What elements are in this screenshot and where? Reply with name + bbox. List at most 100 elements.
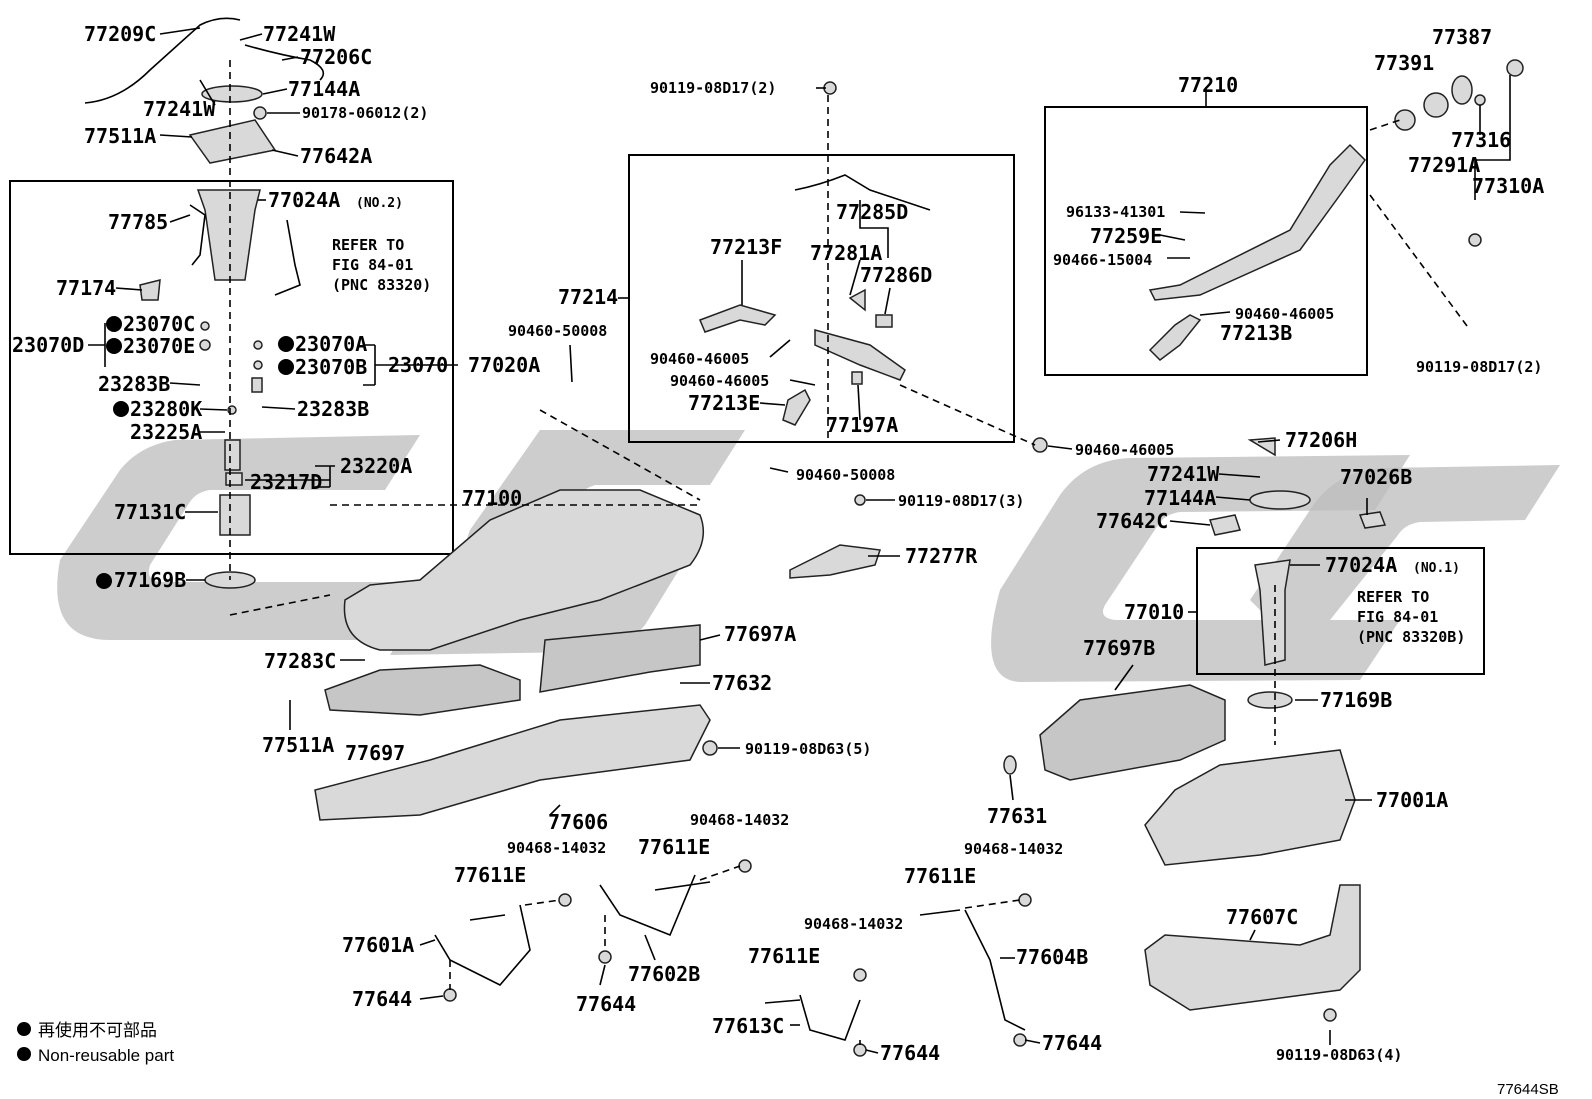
label-77213F: 77213F	[710, 235, 782, 259]
label-77144A: 77144A	[1144, 486, 1216, 510]
label-77697: 77697	[345, 741, 405, 765]
label-90119-08D17-2: 90119-08D17(2)	[650, 79, 776, 97]
clip-77174	[139, 279, 161, 301]
label-77611E: 77611E	[748, 944, 820, 968]
label-77613C: 77613C	[712, 1014, 784, 1038]
wire-77785	[189, 204, 206, 266]
clip-77197A	[851, 371, 863, 385]
label-77281A: 77281A	[810, 241, 882, 265]
label-77024A-no1: 77024A	[1325, 553, 1397, 577]
label-77644: 77644	[352, 987, 412, 1011]
label-77020A: 77020A	[468, 353, 540, 377]
label-77511A: 77511A	[84, 124, 156, 148]
label-77283C: 77283C	[264, 649, 336, 673]
line-77285D	[794, 174, 931, 211]
clip-77026B	[1358, 511, 1387, 529]
bracket-77642A	[188, 119, 277, 164]
label-77285D: 77285D	[836, 200, 908, 224]
nut-90468-c	[853, 968, 867, 982]
label-77602B: 77602B	[628, 962, 700, 986]
label-23220A: 23220A	[340, 454, 412, 478]
under-cover-77606	[314, 704, 711, 821]
hose-77213E	[782, 388, 811, 426]
label-no2: (NO.2)	[356, 196, 403, 211]
label-90468-14032: 90468-14032	[507, 839, 606, 857]
label-23283B: 23283B	[297, 397, 369, 421]
wire-refer-a	[274, 219, 301, 296]
label-77214: 77214	[558, 285, 618, 309]
label-77209C: 77209C	[84, 22, 156, 46]
label-77206H: 77206H	[1285, 428, 1357, 452]
rod-77611E-b	[654, 881, 711, 891]
label-77241W: 77241W	[143, 97, 216, 121]
label-77210: 77210	[1178, 73, 1238, 97]
label-77316: 77316	[1451, 128, 1511, 152]
label-77024A-no2: 77024A	[268, 188, 340, 212]
label-90460-50008: 90460-50008	[796, 466, 895, 484]
label-23070C: 23070C	[123, 312, 195, 336]
label-23070A: 23070A	[295, 332, 367, 356]
label-23070B: 23070B	[295, 355, 367, 379]
label-77697A: 77697A	[724, 622, 796, 646]
ring-77387	[1451, 75, 1473, 105]
label-23070D: 23070D	[12, 333, 84, 357]
label-77631: 77631	[987, 804, 1047, 828]
label-77642A: 77642A	[300, 144, 372, 168]
label-77026B: 77026B	[1340, 465, 1412, 489]
figure-code: 77644SB	[1497, 1081, 1559, 1098]
nut-90468-b	[738, 859, 752, 873]
label-77785: 77785	[108, 210, 168, 234]
label-77291A: 77291A	[1408, 153, 1480, 177]
label-77169B: 77169B	[1320, 688, 1392, 712]
gasket-77391	[1394, 109, 1416, 131]
sub-pump-detail-box	[1196, 547, 1485, 675]
plug-77631	[1003, 755, 1017, 775]
line-77206H	[1247, 437, 1276, 457]
bolt-77644-b	[598, 950, 612, 964]
rod-77611E-d	[919, 909, 961, 916]
protector-77697B	[1039, 684, 1226, 781]
label-no1: (NO.1)	[1413, 561, 1460, 576]
label-77259E: 77259E	[1090, 224, 1162, 248]
label-90460-46005: 90460-46005	[650, 350, 749, 368]
label-77286D: 77286D	[860, 263, 932, 287]
strap-77613C	[799, 994, 861, 1041]
label-77611E: 77611E	[638, 835, 710, 859]
bolt-90119-08D63-4	[1323, 1008, 1337, 1022]
protector-77697	[324, 664, 521, 716]
clamp-77286D	[875, 314, 893, 328]
label-77213E: 77213E	[688, 391, 760, 415]
label-77644: 77644	[880, 1041, 940, 1065]
clamp-77281A	[848, 288, 866, 312]
part-77316	[1474, 94, 1486, 106]
label-90468-14032: 90468-14032	[690, 811, 789, 829]
label-23070E: 23070E	[123, 334, 195, 358]
non-reusable-markers	[17, 316, 294, 1061]
label-90468-14032: 90468-14032	[804, 915, 903, 933]
fuel-line-77209C	[84, 17, 325, 104]
label-77611E: 77611E	[454, 863, 526, 887]
label-90460-46005: 90460-46005	[1075, 441, 1174, 459]
label-77310A: 77310A	[1472, 174, 1544, 198]
label-77144A: 77144A	[288, 77, 360, 101]
label-90119-08D17-2: 90119-08D17(2)	[1416, 358, 1542, 376]
label-77001A: 77001A	[1376, 788, 1448, 812]
strap-77602B	[599, 874, 696, 937]
fuel-tank-77100	[343, 489, 705, 651]
label-77277R: 77277R	[905, 544, 978, 568]
label-77100: 77100	[462, 486, 522, 510]
refer-b-line-3: (PNC 83320B)	[1357, 628, 1465, 646]
label-90119-08D17-3: 90119-08D17(3)	[898, 492, 1024, 510]
label-77604B: 77604B	[1016, 945, 1088, 969]
sub-tank-77001A	[1144, 749, 1356, 866]
label-90460-46005: 90460-46005	[1235, 305, 1334, 323]
label-90466-15004: 90466-15004	[1053, 251, 1152, 269]
label-23283B: 23283B	[98, 372, 170, 396]
gasket-77144A	[201, 85, 263, 103]
legend-en: Non-reusable part	[38, 1046, 174, 1065]
part-labels: 77209C 77241W 77206C 77144A 77241W 90178…	[12, 22, 1544, 1065]
label-77213B: 77213B	[1220, 321, 1292, 345]
label-23225A: 23225A	[130, 420, 202, 444]
refer-b-line-2: FIG 84-01	[1357, 608, 1438, 626]
legend-jp: 再使用不可部品	[38, 1020, 157, 1040]
